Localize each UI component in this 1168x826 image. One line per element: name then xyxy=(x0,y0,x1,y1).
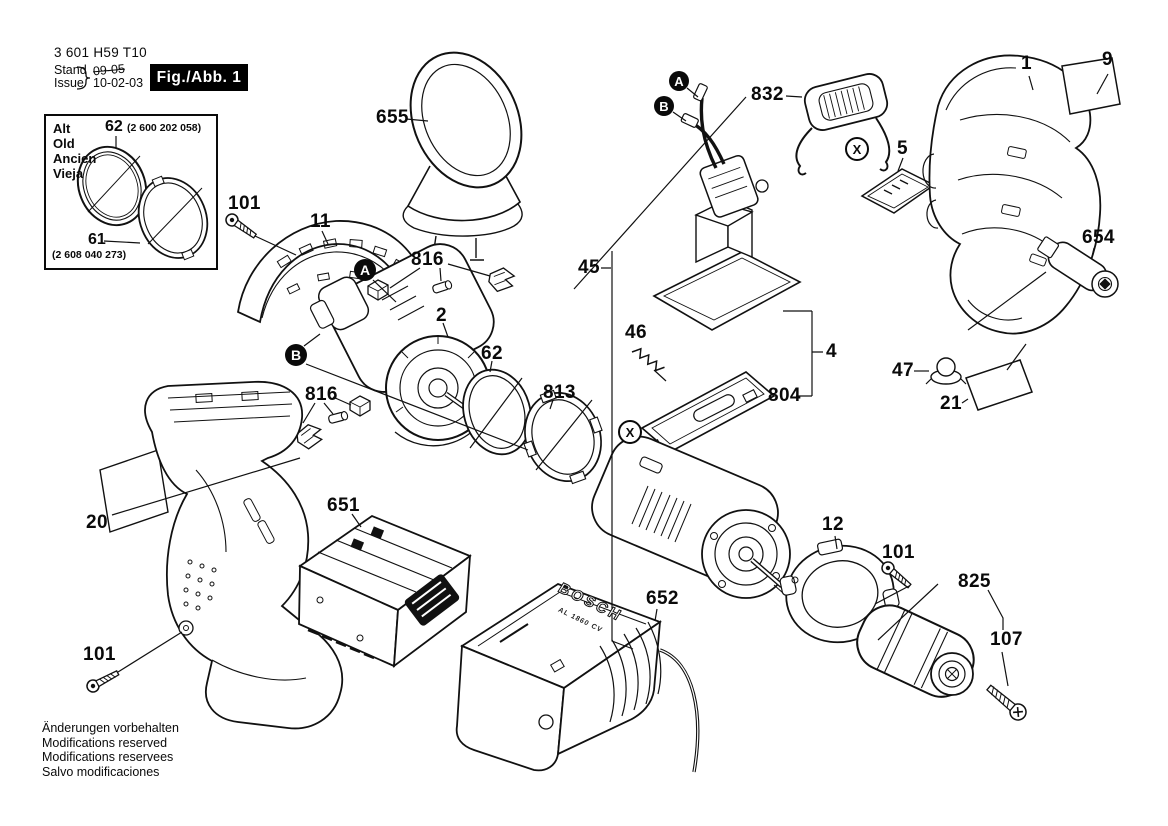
callout-816-top: 816 xyxy=(411,249,444,270)
callout-47: 47 xyxy=(892,360,914,381)
stand-label: Stand xyxy=(54,63,87,77)
callout-101-left: 101 xyxy=(83,644,116,665)
inset-word-es: Vieja xyxy=(53,166,84,181)
drawing-switch-assembly-45 xyxy=(652,83,802,331)
callout-654: 654 xyxy=(1082,227,1115,248)
issue-label: Issue xyxy=(54,76,84,90)
wire-badge-b-motor: B xyxy=(285,344,307,366)
inset-word-fr: Ancien xyxy=(53,151,97,166)
callout-107: 107 xyxy=(990,629,1023,650)
drawing-gearbox xyxy=(591,435,791,599)
drawing-sticker-21 xyxy=(965,359,1033,411)
drawing-selector-cover-832 xyxy=(795,73,891,176)
callout-101-top: 101 xyxy=(228,193,261,214)
callout-62: 62 xyxy=(481,343,503,364)
drawing-chuck-825 xyxy=(856,604,975,698)
callout-651: 651 xyxy=(327,495,360,516)
callout-5: 5 xyxy=(897,138,908,159)
legacy-parts-inset: Alt Old Ancien Vieja 62 (2 600 202 058) … xyxy=(44,114,218,270)
callout-816-bottom: 816 xyxy=(305,384,338,405)
figure-label-box: Fig./Abb. 1 xyxy=(150,64,248,91)
new-date: 10-02-03 xyxy=(93,76,144,90)
drawing-battery-651 xyxy=(298,514,472,668)
callout-1: 1 xyxy=(1021,53,1032,74)
inset-part-61: 61 xyxy=(88,231,106,248)
callout-655: 655 xyxy=(376,107,409,128)
callout-804: 804 xyxy=(768,385,801,406)
grease-badge-x-cover: X xyxy=(845,137,869,161)
callout-652: 652 xyxy=(646,588,679,609)
note-de: Änderungen vorbehalten xyxy=(42,721,179,735)
drawing-plate-804 xyxy=(640,371,776,454)
revision-brace xyxy=(76,66,91,90)
old-date: 09-05 xyxy=(92,61,126,79)
inset-part-61-code: (2 608 040 273) xyxy=(52,249,127,261)
callout-9: 9 xyxy=(1102,49,1113,70)
callout-4: 4 xyxy=(826,341,837,362)
wire-badge-a-motor: A xyxy=(354,259,376,281)
revision-labels: Stand Issue xyxy=(54,64,87,90)
type-number: 3 601 H59 T10 xyxy=(54,45,147,60)
callout-20: 20 xyxy=(86,512,108,533)
note-en: Modifications reserved xyxy=(42,735,168,750)
note-es: Salvo modificaciones xyxy=(42,764,160,779)
inset-part-62-code: (2 600 202 058) xyxy=(127,122,202,134)
modifications-note: Änderungen vorbehalten Modifications res… xyxy=(42,721,179,779)
drawing-bit-holder-654 xyxy=(1037,236,1119,298)
wire-badge-b-switch: B xyxy=(654,96,674,116)
legacy-rings-drawing xyxy=(76,136,209,261)
note-fr: Modifications reservees xyxy=(42,750,174,764)
drawing-button-47 xyxy=(925,357,967,385)
inset-word-de: Alt xyxy=(53,121,71,136)
callout-101-right: 101 xyxy=(882,542,915,563)
revision-dates: 09-05 10-02-03 xyxy=(92,61,144,90)
callout-2: 2 xyxy=(436,305,447,326)
drawing-charger-652 xyxy=(455,582,700,773)
drawing-collar-655 xyxy=(402,51,523,261)
drawing-spring-46 xyxy=(631,347,665,372)
callout-46: 46 xyxy=(625,322,647,343)
leader-lines xyxy=(111,73,1109,687)
drawing-sticker-9 xyxy=(1061,57,1121,115)
callout-21: 21 xyxy=(940,393,962,414)
inset-part-62: 62 xyxy=(105,118,123,135)
callout-12: 12 xyxy=(822,514,844,535)
callout-832: 832 xyxy=(751,84,784,105)
callout-813: 813 xyxy=(543,382,576,403)
callout-825: 825 xyxy=(958,571,991,592)
wire-badge-a-switch: A xyxy=(669,71,689,91)
inset-word-en: Old xyxy=(53,136,75,151)
callout-11: 11 xyxy=(310,211,331,232)
drawing-housing-left-20 xyxy=(99,381,344,730)
callout-45: 45 xyxy=(578,257,600,278)
grease-badge-x-gearbox: X xyxy=(618,420,642,444)
